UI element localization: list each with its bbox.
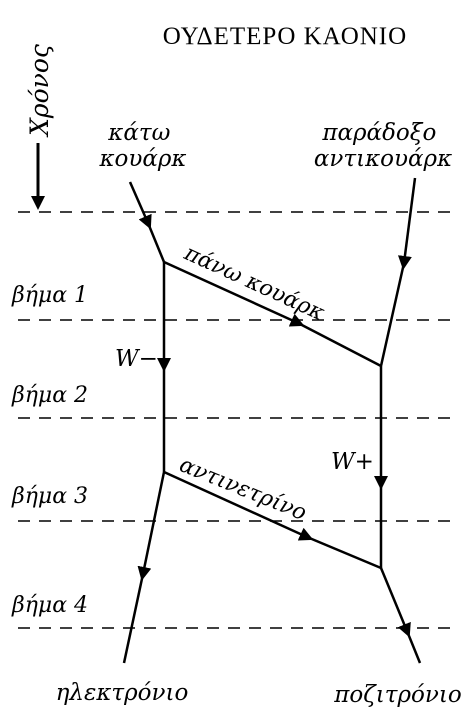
antineutrino-line-a (163, 470, 314, 541)
antineutrino-label: αντινετρίνο (176, 452, 310, 526)
antineutrino-line-b (306, 535, 382, 570)
down-quark-label: κάτω κουάρκ (98, 120, 186, 172)
up-quark-line-b (297, 321, 382, 368)
down-quark-line-b (146, 222, 166, 263)
down-quark-label-line-2: κουάρκ (98, 146, 186, 172)
positron-line-b (405, 630, 422, 664)
step-3-label: βήμα 3 (11, 484, 88, 509)
down-quark-line-a (128, 181, 152, 230)
positron-label: ποζιτρόνιο (333, 682, 461, 708)
step-1-label: βήμα 1 (11, 283, 88, 308)
time-axis-label: Χρόνος (25, 44, 54, 138)
electron-line-b (122, 573, 145, 664)
step-4-label: βήμα 4 (11, 593, 88, 618)
strange-antiquark-label-line-2: αντικουάρκ (314, 146, 452, 172)
down-quark-label-line-1: κάτω (107, 120, 170, 146)
strange-antiquark-line-a (397, 177, 417, 270)
w-plus-label: W+ (331, 449, 374, 475)
diagram-title: ΟΥΔΕΤΕΡΟ ΚΑΟΝΙΟ (163, 23, 407, 50)
step-2-label: βήμα 2 (11, 383, 88, 408)
up-quark-line-a (163, 260, 305, 327)
electron-line-a (137, 471, 166, 581)
up-quark-label: πάνω κουάρκ (180, 240, 329, 326)
strange-antiquark-label-line-1: παράδοξο (321, 120, 436, 146)
strange-antiquark-line-b (379, 262, 406, 367)
electron-label: ηλεκτρόνιο (56, 680, 189, 706)
strange-antiquark-label: παράδοξο αντικουάρκ (314, 120, 452, 172)
w-minus-label: W− (115, 346, 158, 372)
positron-line-a (379, 567, 411, 638)
